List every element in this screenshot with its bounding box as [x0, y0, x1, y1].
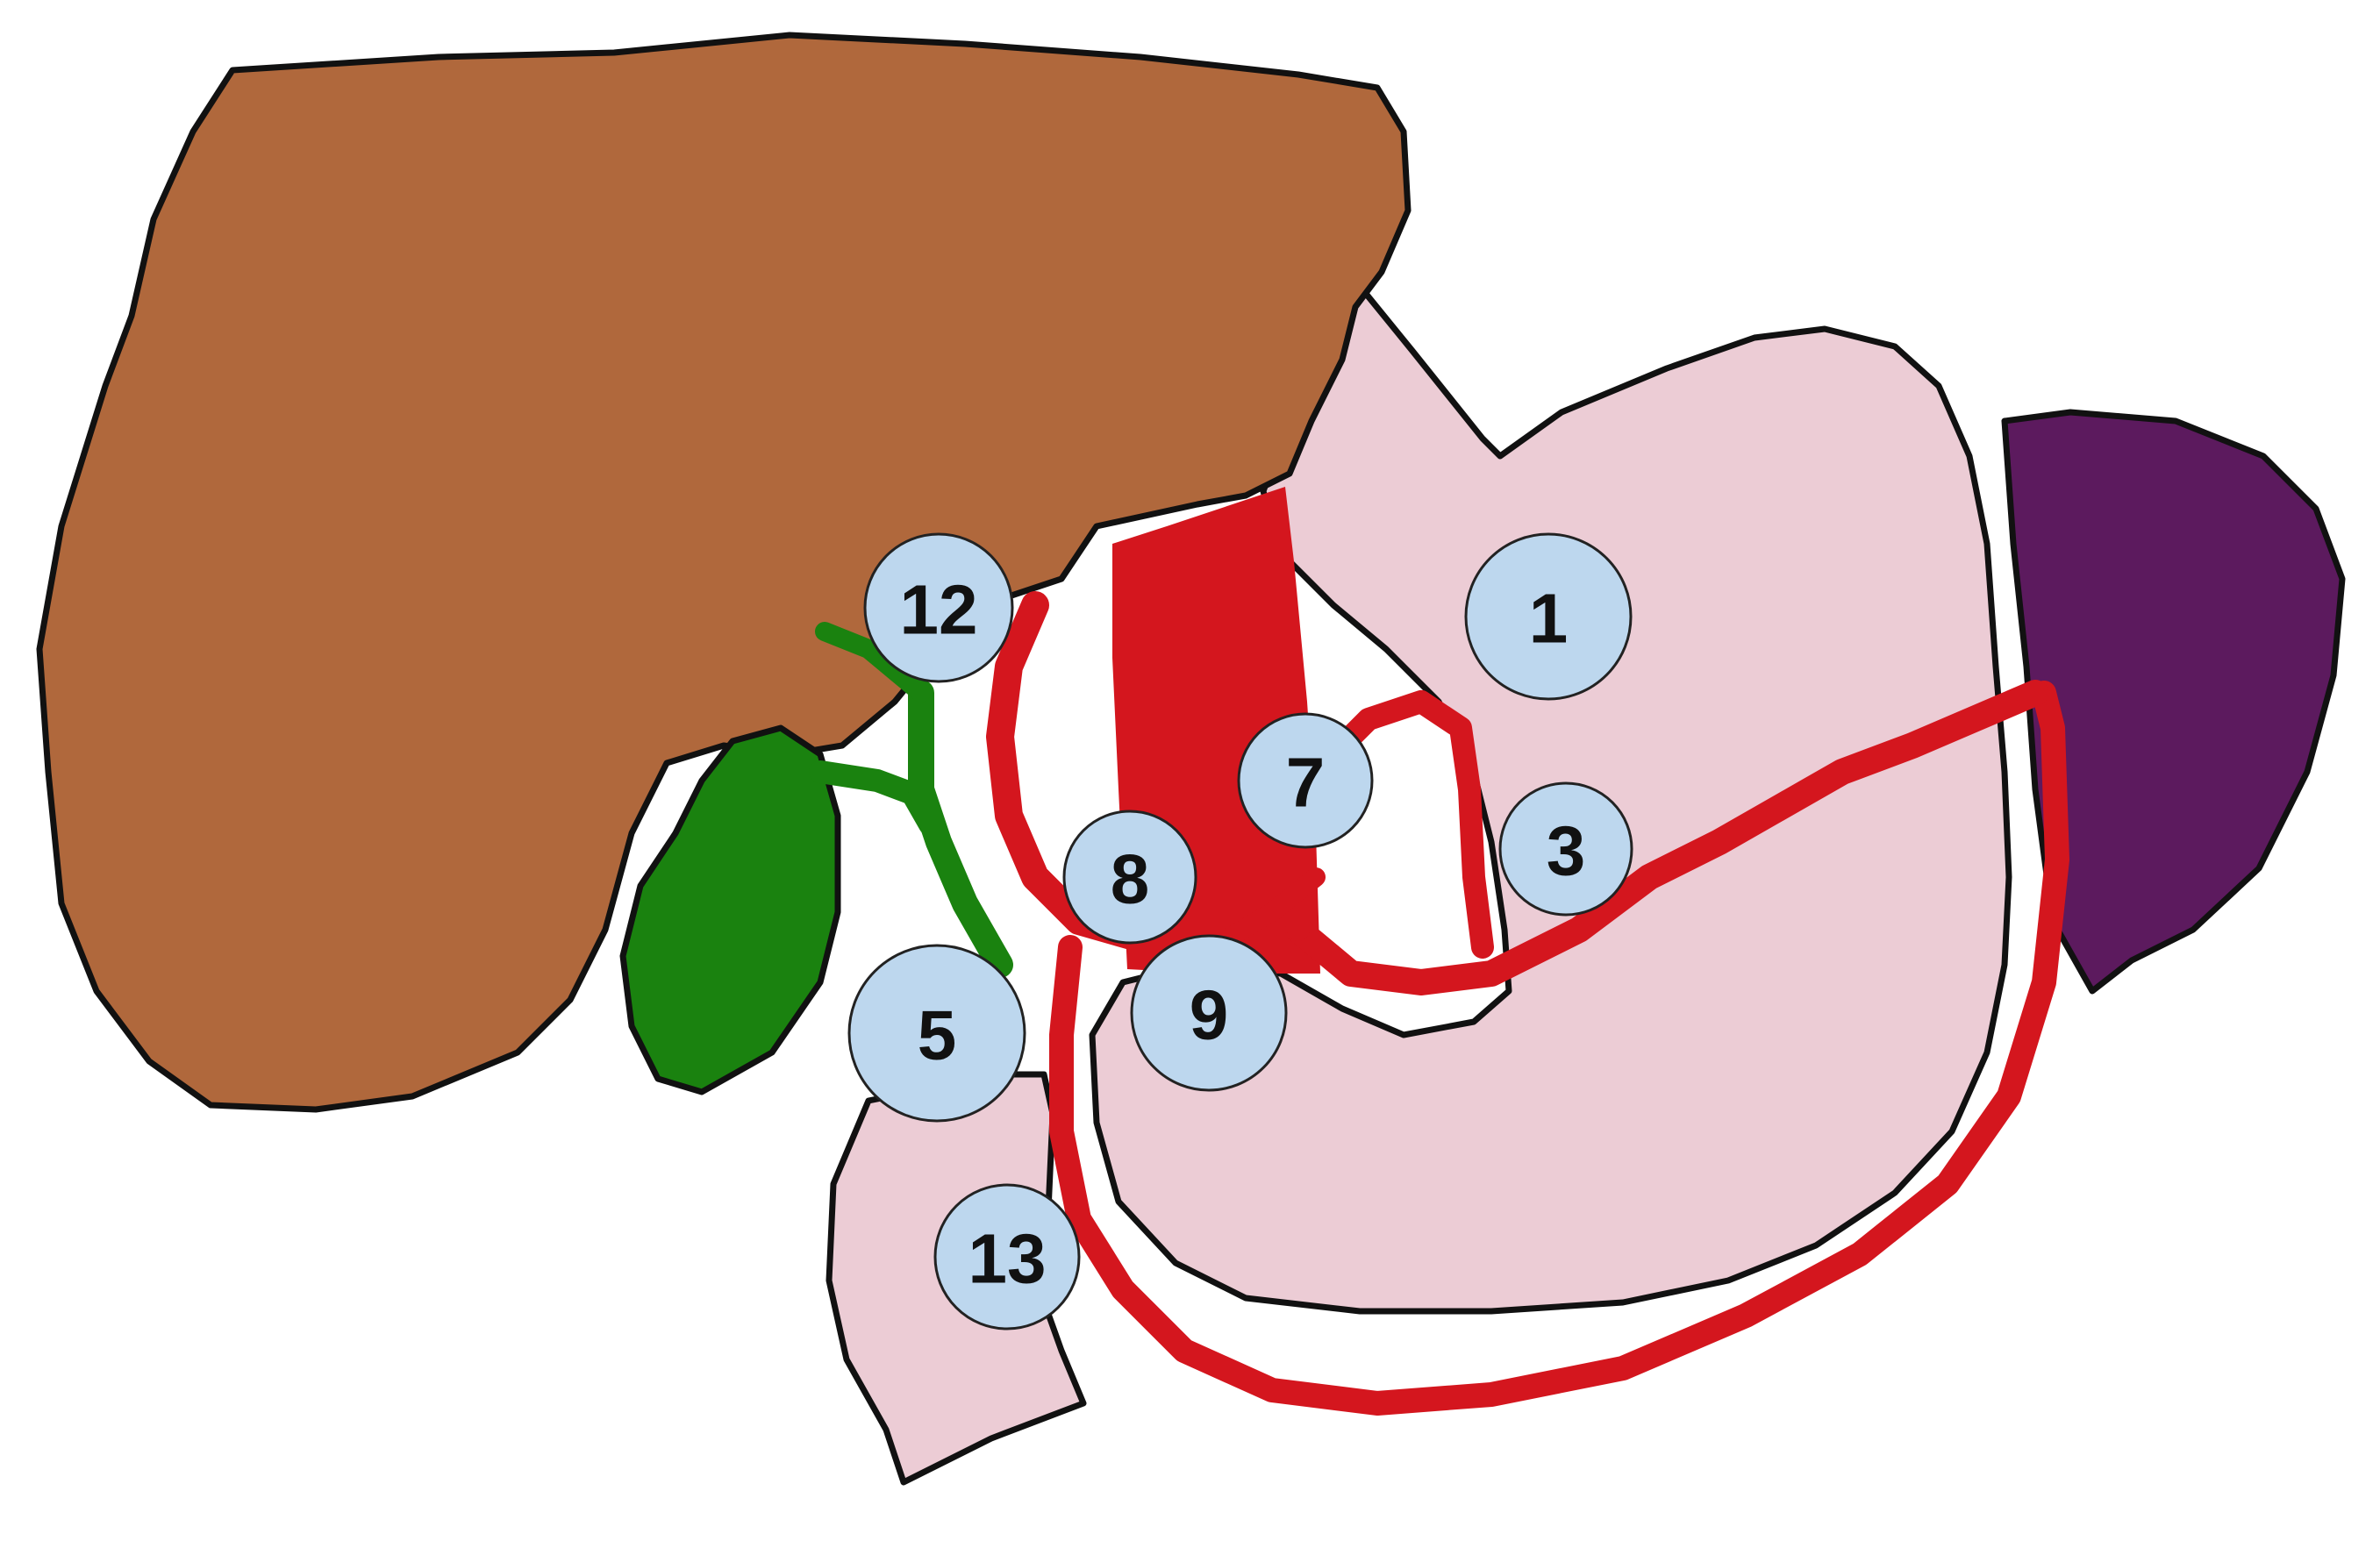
marker-8: 8: [1062, 810, 1197, 945]
marker-label: 12: [900, 571, 978, 649]
marker-circle: [1062, 810, 1197, 945]
marker-label: 8: [1111, 840, 1150, 918]
marker-circle: [847, 944, 1026, 1123]
marker-circle: [1130, 934, 1288, 1092]
marker-label: 5: [918, 996, 957, 1074]
marker-circle: [863, 532, 1014, 683]
gastroduodenal-artery: [1049, 681, 2069, 1416]
splenic-artery: [1285, 680, 2048, 995]
marker-circle: [1464, 532, 1633, 701]
marker-label: 9: [1190, 976, 1229, 1054]
marker-label: 13: [968, 1220, 1047, 1298]
marker-12: 12: [863, 532, 1014, 683]
marker-label: 7: [1286, 744, 1326, 822]
marker-circle: [1498, 781, 1633, 917]
marker-7: 7: [1237, 712, 1374, 849]
marker-label: 1: [1529, 580, 1569, 658]
marker-circle: [933, 1183, 1081, 1331]
marker-1: 1: [1464, 532, 1633, 701]
marker-13: 13: [933, 1183, 1081, 1331]
marker-9: 9: [1130, 934, 1288, 1092]
spleen: [2001, 409, 2346, 995]
marker-circle: [1237, 712, 1374, 849]
marker-5: 5: [847, 944, 1026, 1123]
marker-label: 3: [1547, 812, 1586, 890]
right-gastric-artery: [1219, 867, 1326, 948]
common-bile-duct: [908, 680, 1013, 978]
marker-3: 3: [1498, 781, 1633, 917]
liver: [36, 32, 1412, 1113]
